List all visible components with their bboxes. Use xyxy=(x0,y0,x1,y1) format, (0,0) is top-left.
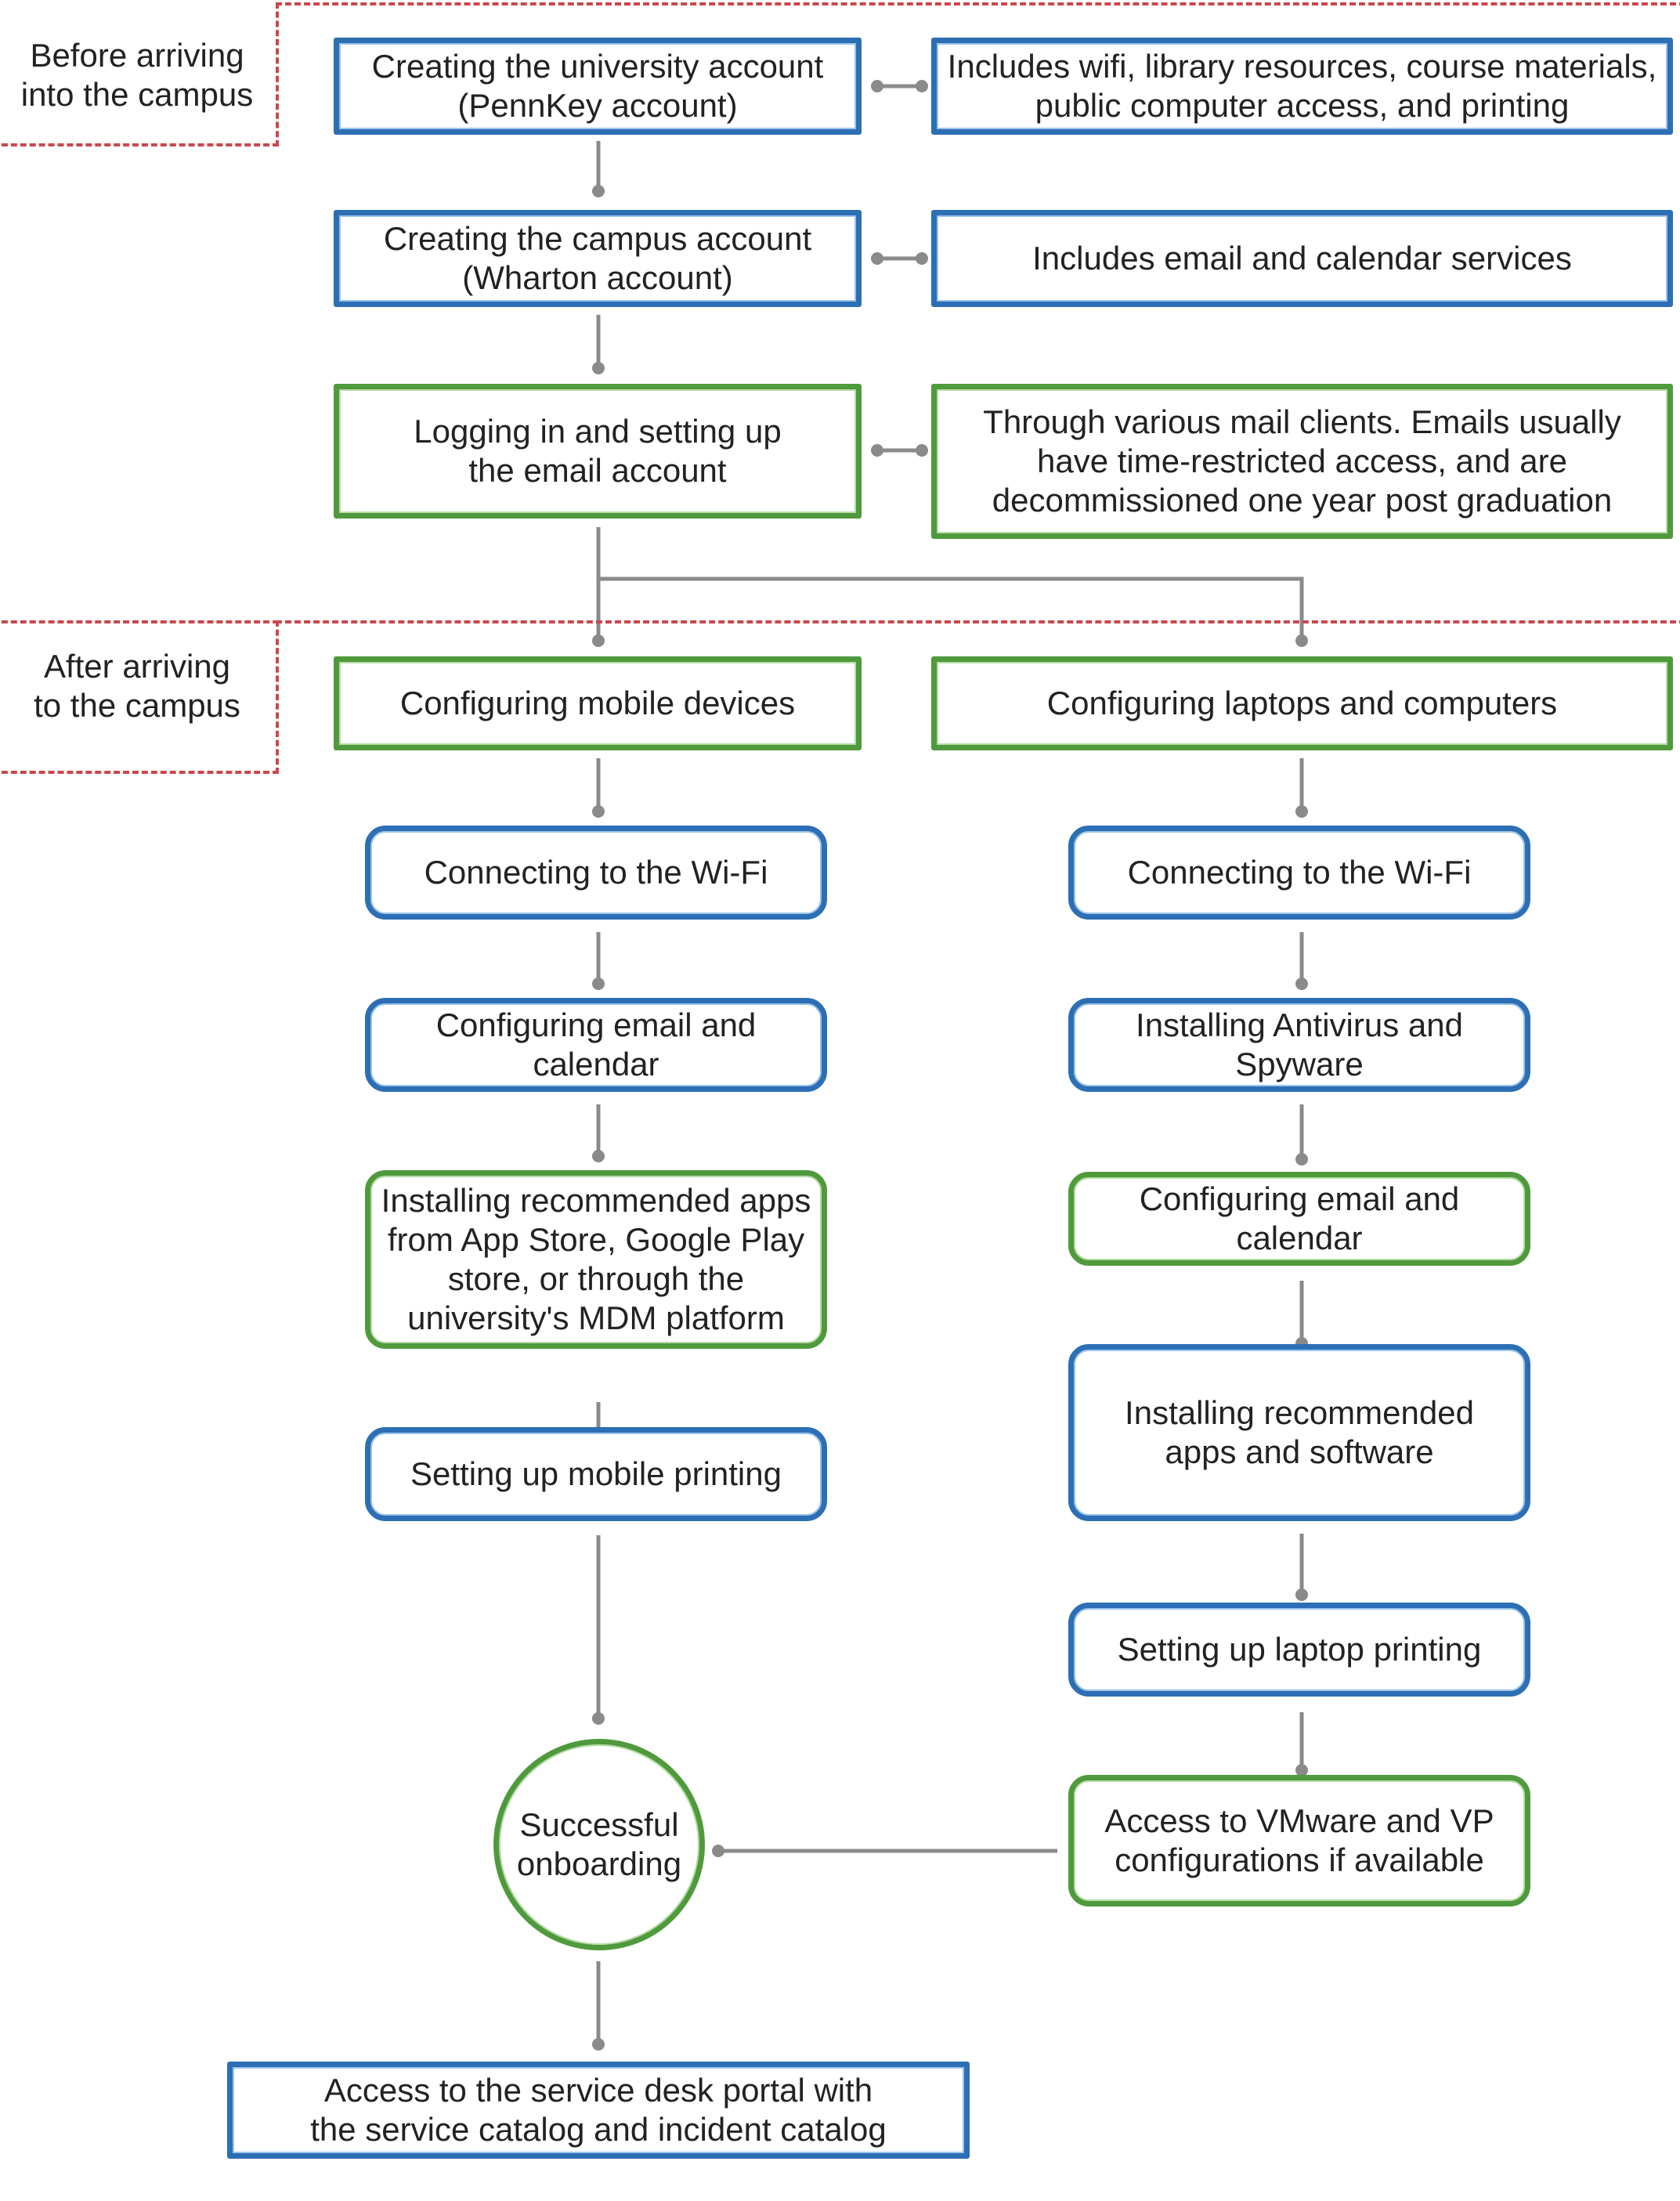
connector-dot xyxy=(916,444,928,457)
laptop-step-antivirus: Installing Antivirus and Spyware xyxy=(1068,998,1530,1092)
connector-dot xyxy=(592,1150,605,1162)
connector-dot xyxy=(916,80,928,92)
laptop-step-apps: Installing recommended apps and software xyxy=(1068,1344,1530,1521)
connector-dot xyxy=(916,252,928,265)
mobile-step-printing: Setting up mobile printing xyxy=(365,1427,827,1521)
before-arrival-zone xyxy=(0,2,279,146)
mobile-step-apps: Installing recommended apps from App Sto… xyxy=(365,1170,827,1349)
email-setup-box: Logging in and setting up the email acco… xyxy=(334,384,862,519)
connector-dot xyxy=(1295,634,1308,647)
mobile-devices-header: Configuring mobile devices xyxy=(334,656,862,750)
laptop-step-vmware: Access to VMware and VP configurations i… xyxy=(1068,1775,1530,1906)
university-account-box: Creating the university account (PennKey… xyxy=(334,38,862,135)
connector-dot xyxy=(871,252,883,265)
laptops-header: Configuring laptops and computers xyxy=(931,656,1673,750)
university-account-note: Includes wifi, library resources, course… xyxy=(931,38,1673,135)
connector-dot xyxy=(592,978,605,990)
laptop-step-email: Configuring email and calendar xyxy=(1068,1172,1530,1266)
connector-line xyxy=(598,576,1304,641)
connector-dot xyxy=(1295,1588,1308,1601)
mobile-step-wifi: Connecting to the Wi-Fi xyxy=(365,826,827,920)
connector-dot xyxy=(1295,805,1308,818)
service-desk-portal-box: Access to the service desk portal with t… xyxy=(227,2062,970,2159)
laptop-step-printing: Setting up laptop printing xyxy=(1068,1603,1530,1697)
connector-dot xyxy=(592,1712,605,1725)
after-arrival-zone-top xyxy=(276,620,1680,623)
email-setup-note: Through various mail clients. Emails usu… xyxy=(931,384,1673,539)
connector-dot xyxy=(871,80,883,92)
campus-account-note: Includes email and calendar services xyxy=(931,210,1673,307)
successful-onboarding: Successful onboarding xyxy=(493,1739,705,1950)
connector-dot xyxy=(592,2038,605,2051)
campus-account-box: Creating the campus account (Wharton acc… xyxy=(334,210,862,307)
connector-dot xyxy=(871,444,883,457)
connector-dot xyxy=(1295,1764,1308,1776)
connector-dot xyxy=(712,1845,724,1857)
laptop-step-wifi: Connecting to the Wi-Fi xyxy=(1068,826,1530,920)
connector-dot xyxy=(592,185,605,197)
connector-dot xyxy=(592,362,605,374)
connector-dot xyxy=(1295,1153,1308,1166)
before-arrival-label: Before arriving into the campus xyxy=(20,37,254,113)
before-arrival-zone-top xyxy=(276,2,1680,5)
mobile-step-email: Configuring email and calendar xyxy=(365,998,827,1092)
after-arrival-zone xyxy=(0,620,279,774)
connector-dot xyxy=(1295,978,1308,990)
after-arrival-label: After arriving to the campus xyxy=(34,648,240,724)
connector-dot xyxy=(592,805,605,818)
connector-dot xyxy=(592,634,605,647)
